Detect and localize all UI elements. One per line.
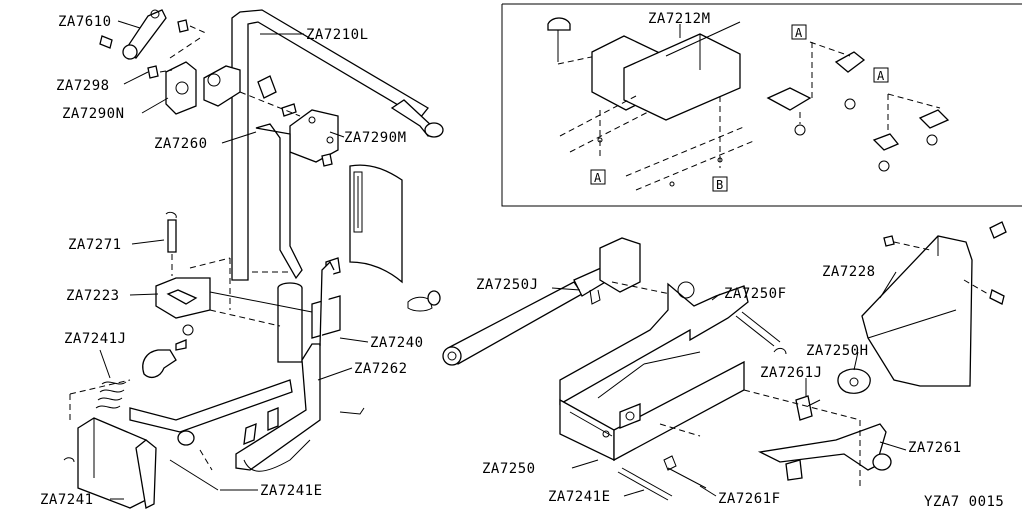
link-rod: [255, 123, 303, 280]
label-za7271: ZA7271: [68, 237, 122, 253]
label-za7241j: ZA7241J: [64, 331, 127, 347]
label-za7610: ZA7610: [58, 14, 112, 30]
ref-marker-b1: B: [712, 176, 728, 192]
pin: [165, 211, 177, 276]
bracket-n: [147, 37, 201, 115]
ref-marker-a1: A: [791, 24, 807, 40]
pivot-block: [203, 65, 301, 117]
label-za7212m: ZA7212M: [648, 11, 711, 27]
frame-base: [559, 281, 749, 462]
label-za7261f: ZA7261F: [718, 491, 781, 507]
shaft-j: [442, 237, 681, 366]
plate-m: [289, 109, 339, 167]
frame-tube: [231, 9, 444, 281]
label-za7241e-right: ZA7241E: [548, 489, 611, 505]
lever-l: [743, 389, 892, 490]
label-za7298: ZA7298: [56, 78, 110, 94]
cross-shaft: [69, 379, 293, 491]
label-za7210l: ZA7210L: [306, 27, 369, 43]
label-za7250f: ZA7250F: [724, 286, 787, 302]
bolt-f: [735, 311, 787, 355]
label-za7241: ZA7241: [40, 492, 94, 508]
svg-text:B: B: [716, 178, 723, 192]
cover-plate: [861, 221, 1007, 387]
svg-text:A: A: [795, 26, 803, 40]
diagram-code: YZA7 0015: [924, 494, 1004, 510]
inset-detail: [501, 3, 1022, 207]
bottom-bolts: [617, 423, 707, 501]
label-za7250h: ZA7250H: [806, 343, 869, 359]
svg-text:A: A: [594, 171, 602, 185]
leader-lines: [99, 20, 907, 500]
label-za7250j: ZA7250J: [476, 277, 539, 293]
pedal-box: [63, 417, 157, 509]
label-za7262: ZA7262: [354, 361, 408, 377]
ref-marker-a2: A: [873, 67, 889, 83]
small-hardware: [243, 290, 441, 446]
label-za7261: ZA7261: [908, 440, 962, 456]
spring: [95, 381, 127, 409]
label-za7228: ZA7228: [822, 264, 876, 280]
label-za7290m: ZA7290M: [344, 130, 407, 146]
curved-cover: [349, 164, 403, 284]
label-za7240: ZA7240: [370, 335, 424, 351]
inset-parts: [547, 17, 950, 191]
lever-arm: [99, 9, 209, 60]
label-za7261j: ZA7261J: [760, 365, 823, 381]
bushing-h: [837, 368, 871, 394]
svg-text:A: A: [877, 69, 885, 83]
knob-assembly: [142, 324, 194, 379]
label-za7290n: ZA7290N: [62, 106, 125, 122]
long-rod: [235, 260, 335, 472]
label-za7260: ZA7260: [154, 136, 208, 152]
ref-marker-a3: A: [590, 169, 606, 185]
label-za7250: ZA7250: [482, 461, 536, 477]
label-za7223: ZA7223: [66, 288, 120, 304]
label-za7241e-left: ZA7241E: [260, 483, 323, 499]
